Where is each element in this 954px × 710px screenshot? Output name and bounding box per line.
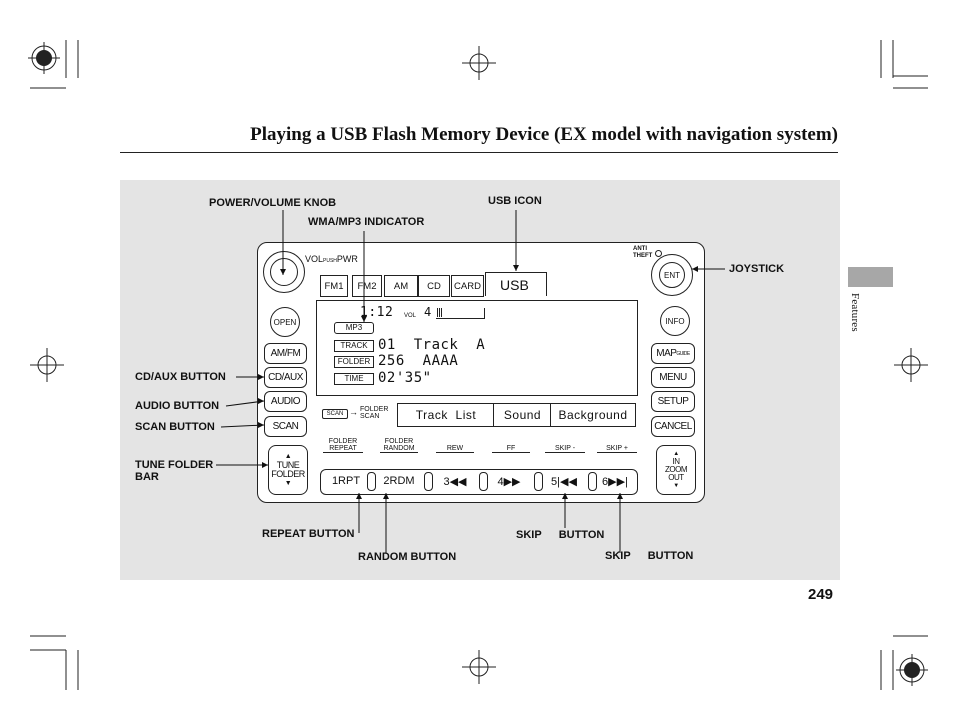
vol-label: VOL <box>404 313 417 319</box>
preset-divider <box>588 472 597 491</box>
background-softkey[interactable]: Background <box>550 403 636 427</box>
ff-label: FF <box>492 445 530 453</box>
preset-divider <box>424 472 433 491</box>
tab-am[interactable]: AM <box>384 275 418 297</box>
down-arrow-icon: ▼ <box>284 480 292 487</box>
callout-usb-icon: USB ICON <box>488 195 542 207</box>
preset-1-repeat-button[interactable]: 1RPT <box>331 475 361 487</box>
clock: 1:12 <box>360 305 394 320</box>
page-title: Playing a USB Flash Memory Device (EX mo… <box>250 124 838 145</box>
anti-theft-led <box>655 250 662 257</box>
page-number: 249 <box>808 586 834 603</box>
preset-3-rew-button[interactable]: 3◀◀ <box>443 475 467 488</box>
tab-card[interactable]: CARD <box>451 275 484 297</box>
callout-repeat-button: REPEAT BUTTON <box>262 528 355 540</box>
am-fm-button[interactable]: AM/FM <box>264 343 307 364</box>
preset-4-ff-button[interactable]: 4▶▶ <box>497 475 521 488</box>
up-arrow-icon: ▲ <box>673 451 679 457</box>
sound-softkey[interactable]: Sound <box>493 403 552 427</box>
callout-wma-mp3-indicator: WMA/MP3 INDICATOR <box>308 216 425 228</box>
folder-label: FOLDER <box>334 356 374 368</box>
cancel-button[interactable]: CANCEL <box>651 416 695 437</box>
mp3-indicator: MP3 <box>334 322 374 334</box>
setup-button[interactable]: SETUP <box>651 391 695 412</box>
scan-small-button[interactable]: SCAN <box>322 409 348 419</box>
callout-power-volume-knob: POWER/VOLUME KNOB <box>209 197 337 209</box>
vol-pwr-label: VOLPUSHPWR <box>305 254 358 264</box>
callout-joystick: JOYSTICK <box>729 263 785 275</box>
display-screen <box>316 300 638 396</box>
arrow-icon: → <box>349 407 358 417</box>
time-value: 02'35" <box>378 370 432 386</box>
skip-plus-label: SKIP + <box>597 445 637 453</box>
callout-audio-button: AUDIO BUTTON <box>135 400 220 412</box>
section-tab <box>848 267 893 287</box>
preset-2-random-button[interactable]: 2RDM <box>383 475 415 487</box>
down-arrow-icon: ▼ <box>673 483 679 489</box>
open-button[interactable]: OPEN <box>270 307 300 337</box>
preset-5-skip-back-button[interactable]: 5|◀◀ <box>551 475 577 488</box>
track-list-softkey[interactable]: Track List <box>397 403 495 427</box>
tune-folder-bar[interactable]: ▲ TUNE FOLDER ▼ <box>268 445 308 495</box>
callout-cd-aux-button: CD/AUX BUTTON <box>135 371 226 383</box>
title-rule <box>120 152 838 153</box>
preset-divider <box>479 472 488 491</box>
scan-button[interactable]: SCAN <box>264 416 307 437</box>
up-arrow-icon: ▲ <box>284 453 292 460</box>
folder-value: 256 AAAA <box>378 353 459 369</box>
volume-bar <box>436 308 485 319</box>
vol-value: 4 <box>424 305 432 319</box>
section-label: Features <box>849 293 861 332</box>
info-button[interactable]: INFO <box>660 306 690 336</box>
cd-aux-button[interactable]: CD/AUX <box>264 367 307 388</box>
zoom-bar[interactable]: ▲ IN ZOOM OUT ▼ <box>656 445 696 495</box>
volume-bar-fill <box>437 308 442 317</box>
tab-usb[interactable]: USB <box>485 272 547 296</box>
callout-random-button: RANDOM BUTTON <box>358 551 457 563</box>
callout-scan-button: SCAN BUTTON <box>135 421 215 433</box>
skip-minus-label: SKIP - <box>545 445 585 453</box>
track-label: TRACK <box>334 340 374 352</box>
tab-fm2[interactable]: FM2 <box>352 275 382 297</box>
power-volume-knob[interactable] <box>263 251 305 293</box>
menu-button[interactable]: MENU <box>651 367 695 388</box>
track-value: 01 Track A <box>378 337 486 353</box>
preset-6-skip-forward-button[interactable]: 6▶▶| <box>602 475 628 488</box>
audio-button[interactable]: AUDIO <box>264 391 307 412</box>
tab-cd[interactable]: CD <box>418 275 450 297</box>
tab-fm1[interactable]: FM1 <box>320 275 348 297</box>
ent-button[interactable]: ENT <box>659 262 685 288</box>
rew-label: REW <box>436 445 474 453</box>
preset-divider <box>367 472 376 491</box>
joystick[interactable]: ENT <box>651 254 693 296</box>
preset-divider <box>534 472 543 491</box>
time-label: TIME <box>334 373 374 385</box>
